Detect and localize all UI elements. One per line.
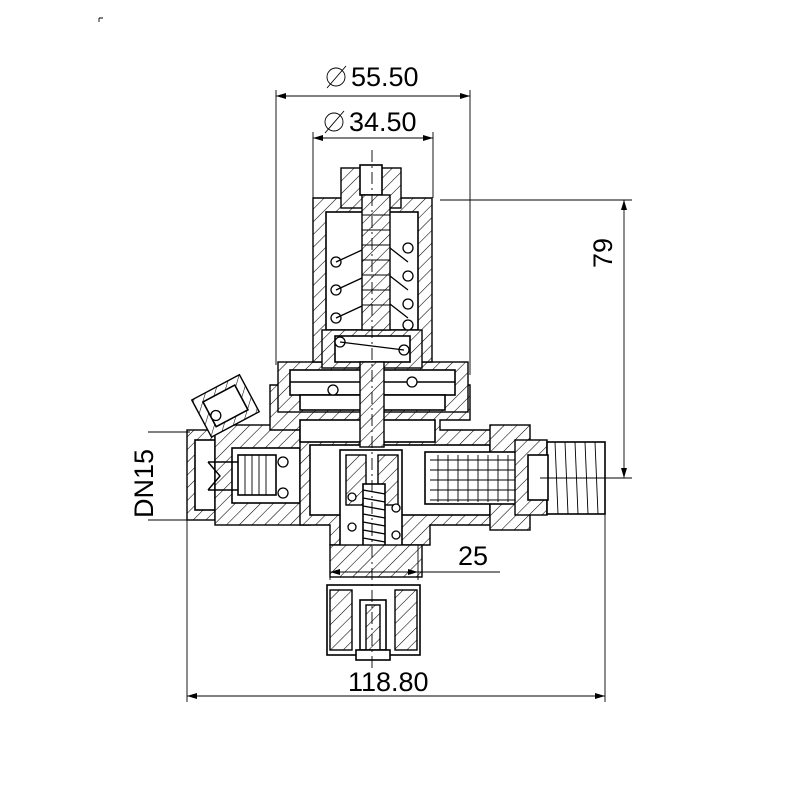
dimension-height: 79	[440, 199, 632, 479]
diaphragm	[327, 336, 418, 396]
dim-label-connection: DN15	[129, 449, 159, 518]
dim-label-outer-diameter: 55.50	[351, 62, 419, 92]
adjusting-screw	[340, 164, 402, 331]
valve-body	[186, 150, 606, 670]
main-spring	[330, 242, 414, 331]
seat-cartridge	[339, 449, 403, 551]
inlet-thread-insert	[207, 454, 289, 499]
dimension-inner-diameter: 34.50	[312, 107, 434, 198]
bottom-cap	[326, 544, 423, 661]
dim-label-inner-diameter: 34.50	[349, 107, 417, 137]
dimension-outer-diameter: 55.50	[275, 62, 471, 375]
gauge-port	[190, 373, 261, 439]
dimension-overall-length: 118.80	[186, 514, 606, 702]
corner-mark	[98, 17, 103, 22]
dim-label-height: 79	[588, 238, 618, 268]
dim-label-overall-length: 118.80	[348, 667, 429, 697]
dimension-bottom-port: 25	[329, 541, 500, 580]
dimension-connection: DN15	[129, 431, 190, 521]
dim-label-bottom-port: 25	[458, 541, 488, 571]
